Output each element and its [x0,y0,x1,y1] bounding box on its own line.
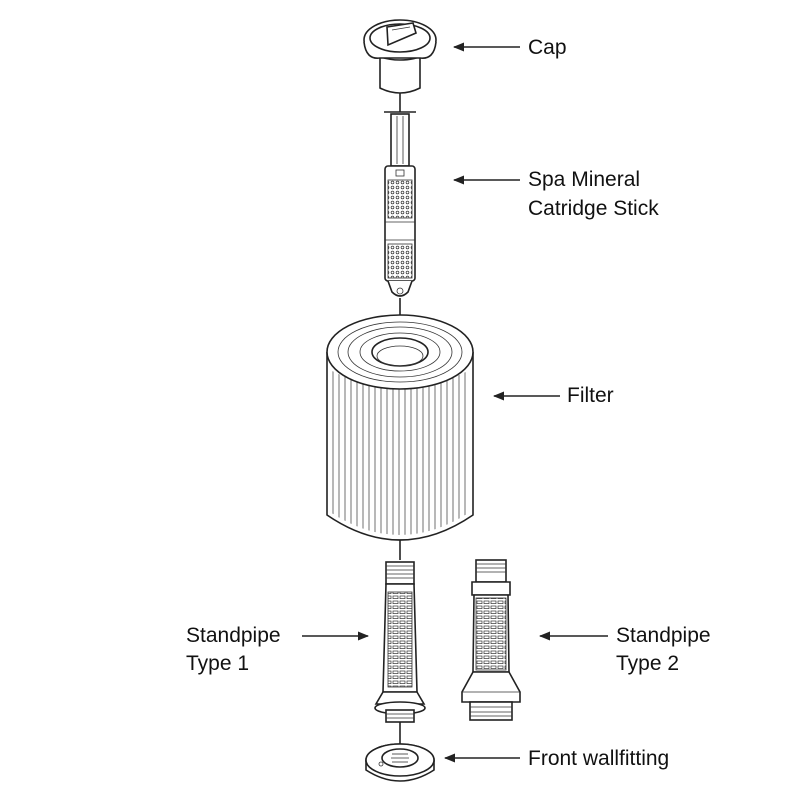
mineral-label-line1: Spa Mineral [528,168,640,191]
filter-part [326,314,474,541]
standpipe-type1-part [374,561,426,723]
standpipe1-label-line1: Standpipe [186,624,281,647]
standpipe2-label-line2: Type 2 [616,652,679,675]
mineral-cartridge-part [384,111,416,297]
cap-part [363,19,437,94]
wallfitting-label: Front wallfitting [528,747,669,770]
cap-label: Cap [528,36,567,59]
standpipe-type2-part [461,559,521,721]
wallfitting-part [365,743,435,782]
filter-label: Filter [567,384,614,407]
standpipe2-label-line1: Standpipe [616,624,711,647]
standpipe1-label-line2: Type 1 [186,652,249,675]
mineral-label-line2: Catridge Stick [528,197,659,220]
